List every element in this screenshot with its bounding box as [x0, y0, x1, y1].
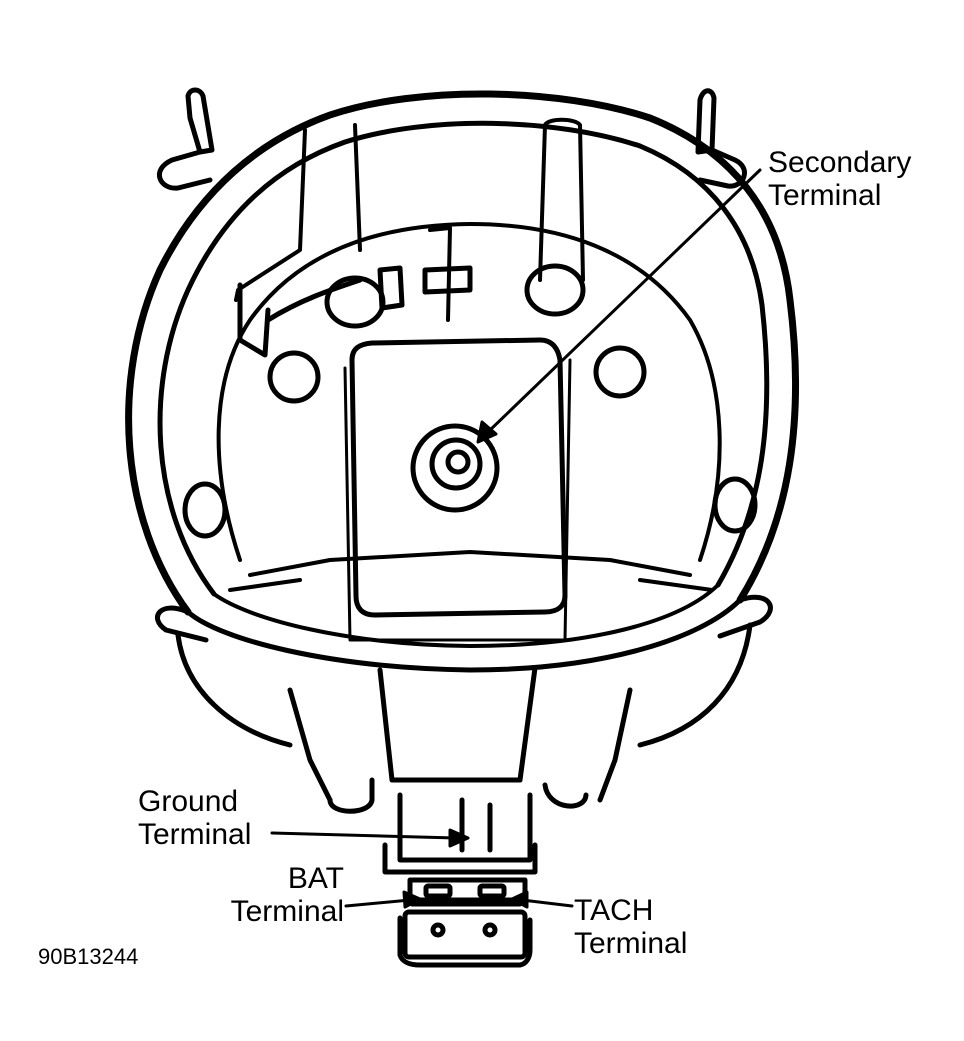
terminal-towers	[182, 263, 758, 539]
secondary-terminal-leader	[486, 168, 762, 434]
secondary-terminal-arrowhead	[476, 420, 498, 444]
tach-terminal-label-line1: TACH	[574, 894, 654, 927]
ground-terminal-arrowhead	[448, 828, 470, 848]
tach-terminal-arrowhead	[510, 890, 529, 909]
leader-lines	[270, 168, 762, 909]
secondary-terminal-label-line2: Terminal	[768, 179, 882, 212]
bat-terminal-leader	[344, 898, 412, 908]
tach-terminal-leader	[520, 898, 574, 908]
bat-terminal-label: BAT Terminal	[170, 862, 344, 928]
secondary-terminal-label: Secondary Terminal	[768, 146, 911, 212]
tach-terminal-label-line2: Terminal	[574, 927, 688, 960]
bat-terminal-label-line1: BAT	[287, 862, 344, 895]
bat-terminal-arrowhead	[402, 890, 422, 909]
cap-rim	[125, 90, 800, 673]
ground-terminal-leader	[270, 831, 458, 840]
ground-terminal-label: Ground Terminal	[138, 785, 251, 851]
center-pad	[343, 337, 572, 642]
ground-terminal-label-line2: Terminal	[138, 818, 252, 851]
figure-id: 90B13244	[38, 944, 139, 969]
cap-tabs	[155, 87, 773, 643]
cap-interior	[216, 117, 722, 592]
secondary-terminal-label-line1: Secondary	[768, 146, 912, 179]
connector-block	[382, 797, 538, 968]
ground-terminal-label-line1: Ground	[138, 785, 239, 818]
bat-terminal-label-line2: Terminal	[230, 895, 344, 928]
tach-terminal-label: TACH Terminal	[574, 894, 687, 960]
cap-lower-body	[175, 622, 753, 863]
